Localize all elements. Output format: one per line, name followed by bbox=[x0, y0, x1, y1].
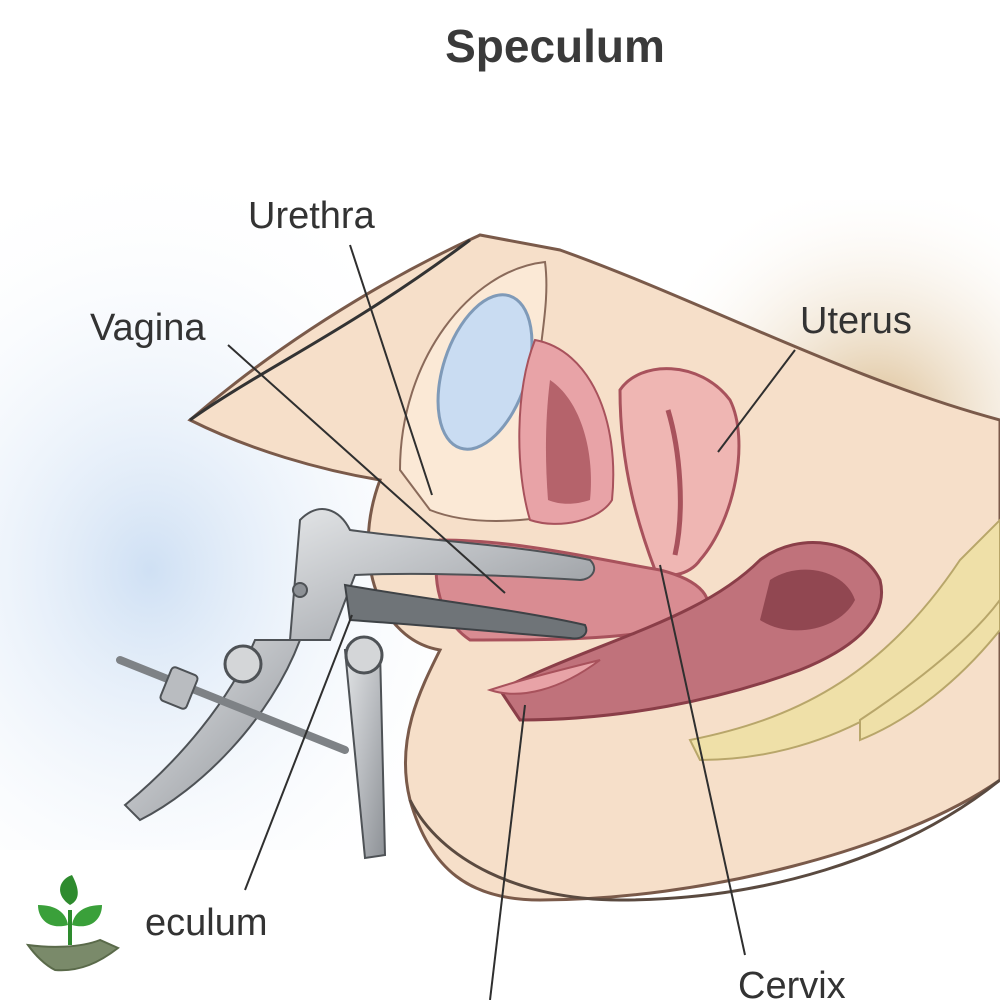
rectum-lumen bbox=[760, 569, 855, 631]
bladder-lumen bbox=[545, 380, 591, 504]
speculum-screw-rod bbox=[116, 656, 349, 754]
perineum bbox=[486, 659, 601, 695]
speculum-label: eculum bbox=[145, 902, 268, 944]
speculum-pivot-right bbox=[344, 635, 384, 675]
uterine-cavity bbox=[665, 409, 683, 556]
plant-in-hand-icon bbox=[25, 875, 120, 972]
speculum-pivot-left bbox=[223, 644, 263, 684]
urethra-leader bbox=[349, 244, 433, 496]
perineum-leader bbox=[489, 704, 526, 1001]
speculum-thumbscrew bbox=[159, 666, 199, 710]
urethra-label: Urethra bbox=[248, 195, 376, 237]
vagina-leader bbox=[227, 344, 506, 594]
speculum-rivet bbox=[292, 582, 308, 598]
vagina-label: Vagina bbox=[90, 307, 206, 349]
coccyx bbox=[859, 598, 1000, 742]
diagram-title: Speculum bbox=[445, 20, 665, 72]
uterus-leader bbox=[717, 349, 796, 453]
speculum-upper-blade bbox=[288, 508, 596, 641]
speculum-lower-blade bbox=[343, 583, 588, 640]
abdomen-outline bbox=[189, 238, 471, 422]
buttock-outline bbox=[408, 778, 1000, 902]
speculum-instrument bbox=[116, 508, 596, 860]
uterus-label: Uterus bbox=[800, 300, 912, 342]
speculum-leader bbox=[244, 614, 353, 891]
cervix-leader bbox=[659, 564, 746, 956]
sacrum bbox=[688, 518, 1000, 762]
cervix-label: Cervix bbox=[738, 965, 846, 1000]
